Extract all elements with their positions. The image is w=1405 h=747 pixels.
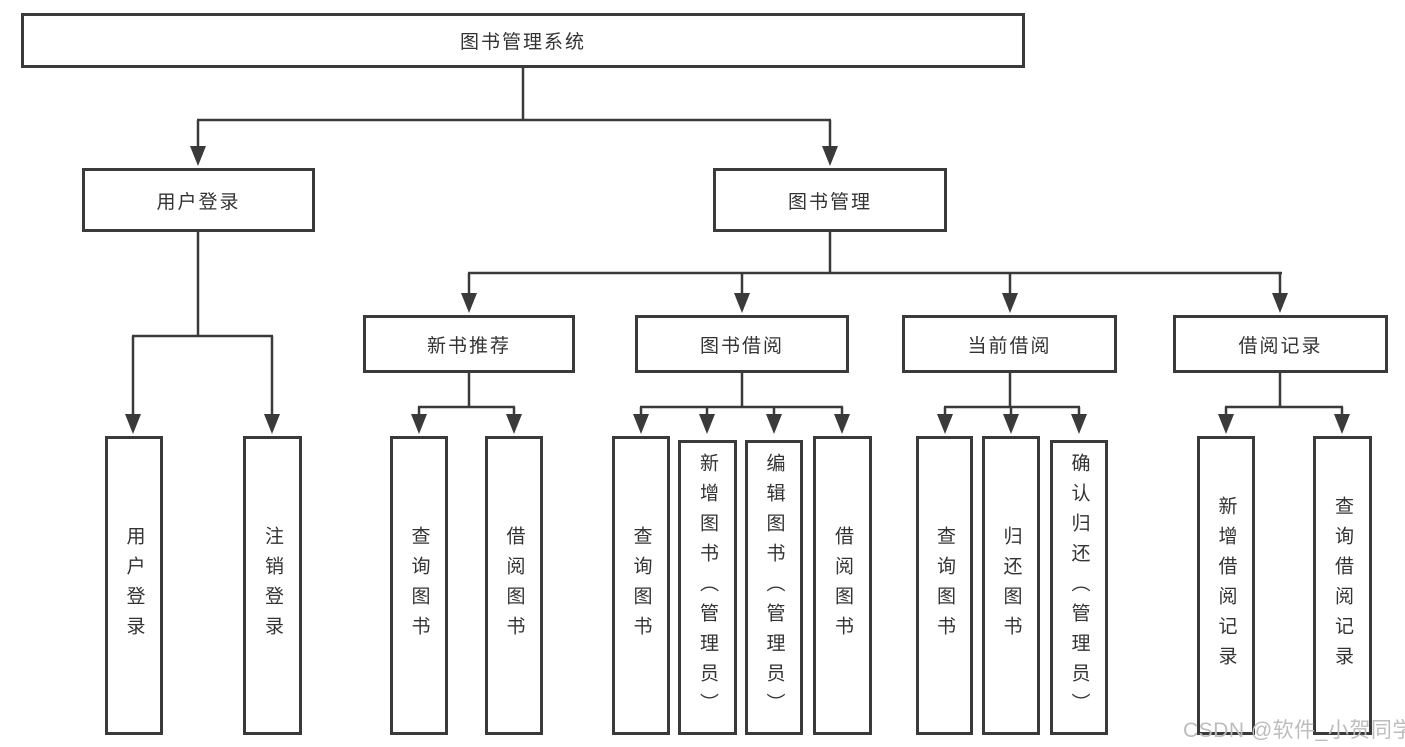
leaf-add-borrow-record-label: 新增借阅记录: [1215, 495, 1237, 676]
node-root: 图书管理系统: [21, 13, 1025, 68]
leaf-query-books-borrow: 查询图书: [612, 436, 670, 735]
leaf-query-borrow-record: 查询借阅记录: [1313, 436, 1372, 735]
node-book-borrow-label: 图书借阅: [699, 335, 784, 357]
connector-newbook-to-leaves: [411, 373, 522, 434]
node-new-book-recommend: 新书推荐: [363, 315, 575, 373]
leaf-edit-book-admin: 编辑图书（管理员）: [745, 440, 803, 735]
leaf-logout-label: 注销登录: [262, 525, 283, 646]
node-user-login: 用户登录: [82, 168, 315, 232]
leaf-borrow-books-recommend-label: 借阅图书: [503, 525, 525, 646]
connector-root-to-level2: [190, 68, 838, 166]
node-book-borrow: 图书借阅: [635, 315, 849, 373]
leaf-user-login: 用户登录: [105, 436, 163, 735]
leaf-return-book: 归还图书: [982, 436, 1040, 735]
connector-bookmgmt-to-level3: [461, 232, 1288, 313]
leaf-add-book-admin-label: 新增图书（管理员）: [697, 452, 718, 723]
leaf-borrow-books-label: 借阅图书: [832, 525, 853, 646]
leaf-query-borrow-record-label: 查询借阅记录: [1332, 495, 1353, 676]
leaf-edit-book-admin-label: 编辑图书（管理员）: [763, 452, 785, 723]
connector-bookborrow-to-leaves: [633, 373, 850, 434]
node-book-management: 图书管理: [713, 168, 947, 232]
connector-currentborrow-to-leaves: [937, 373, 1087, 434]
leaf-query-books-current-label: 查询图书: [934, 525, 955, 646]
connector-borrowrecords-to-leaves: [1218, 373, 1350, 434]
leaf-query-books-recommend-label: 查询图书: [408, 525, 430, 646]
leaf-return-book-label: 归还图书: [1000, 525, 1022, 646]
node-book-management-label: 图书管理: [787, 191, 872, 213]
node-user-login-label: 用户登录: [156, 191, 241, 213]
leaf-confirm-return-admin-label: 确认归还（管理员）: [1068, 452, 1090, 723]
connector-userlogin-to-leaves: [125, 232, 280, 434]
leaf-query-books-current: 查询图书: [916, 436, 973, 735]
node-current-borrow: 当前借阅: [902, 315, 1117, 373]
leaf-add-borrow-record: 新增借阅记录: [1197, 436, 1255, 735]
leaf-borrow-books: 借阅图书: [813, 436, 872, 735]
csdn-watermark: CSDN @软件_小贺同学: [1183, 719, 1405, 742]
node-root-label: 图书管理系统: [459, 32, 586, 53]
node-new-book-recommend-label: 新书推荐: [426, 335, 511, 357]
leaf-logout: 注销登录: [243, 436, 302, 735]
node-current-borrow-label: 当前借阅: [967, 335, 1052, 357]
node-borrow-records: 借阅记录: [1173, 315, 1388, 373]
leaf-user-login-label: 用户登录: [123, 525, 145, 646]
leaf-confirm-return-admin: 确认归还（管理员）: [1050, 440, 1108, 735]
node-borrow-records-label: 借阅记录: [1238, 335, 1323, 357]
leaf-query-books-recommend: 查询图书: [390, 436, 448, 735]
leaf-borrow-books-recommend: 借阅图书: [485, 436, 543, 735]
leaf-add-book-admin: 新增图书（管理员）: [678, 440, 737, 735]
leaf-query-books-borrow-label: 查询图书: [630, 525, 652, 646]
